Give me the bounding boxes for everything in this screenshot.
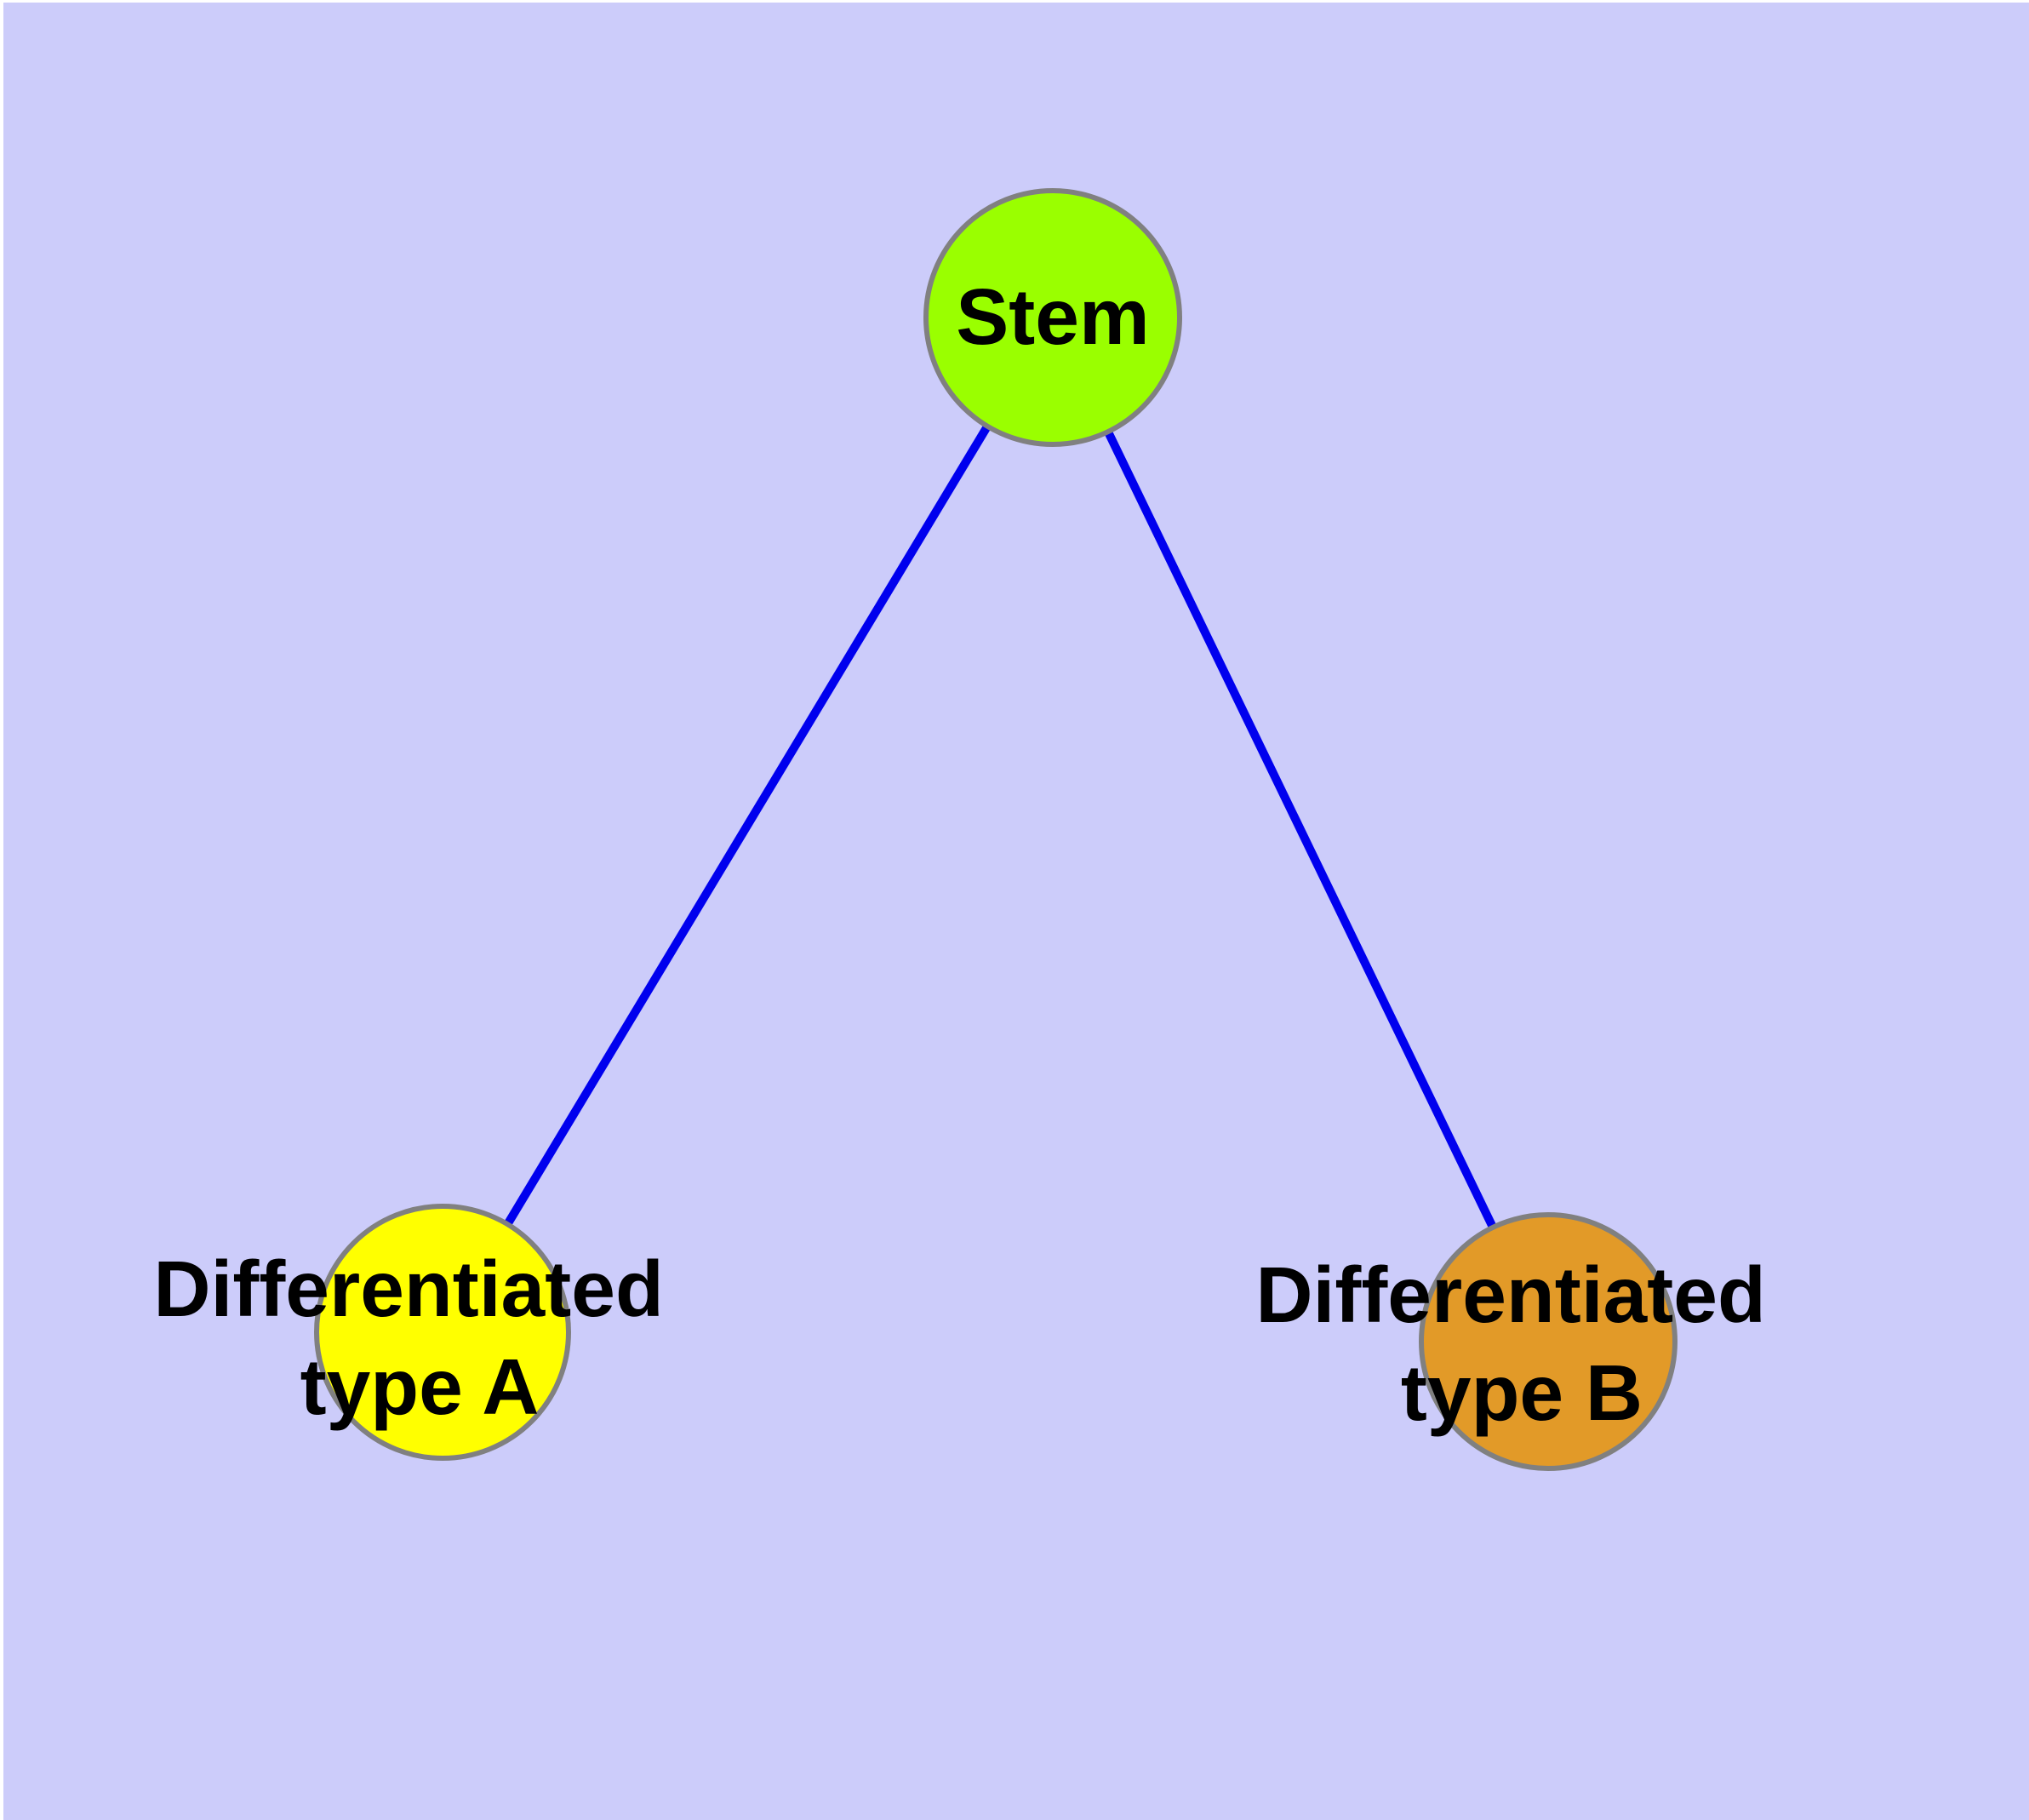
node-label-diff-b-line2: type B [1401, 1348, 1643, 1437]
node-label-diff-a-line2: type A [300, 1342, 540, 1431]
node-differentiated-type-b[interactable] [1419, 1212, 1677, 1471]
edge-layer [438, 315, 1552, 1344]
node-layer [314, 188, 1677, 1471]
node-label-differentiated-type-a: Differentiated type A [153, 1245, 685, 1431]
edge-stem-to-differentiated-type-a[interactable] [438, 315, 1057, 1335]
label-layer: Stem Differentiated type A Differentiate… [153, 272, 1787, 1437]
node-label-stem-line1: Stem [956, 272, 1149, 361]
node-label-stem: Stem [956, 272, 1149, 361]
node-label-differentiated-type-b: Differentiated type B [1255, 1251, 1787, 1437]
node-label-diff-a-line1: Differentiated [153, 1245, 663, 1333]
edge-stem-to-differentiated-type-b[interactable] [1049, 315, 1552, 1344]
node-stem[interactable] [923, 188, 1182, 447]
node-differentiated-type-a[interactable] [314, 1204, 571, 1461]
node-label-diff-b-line1: Differentiated [1255, 1251, 1765, 1339]
